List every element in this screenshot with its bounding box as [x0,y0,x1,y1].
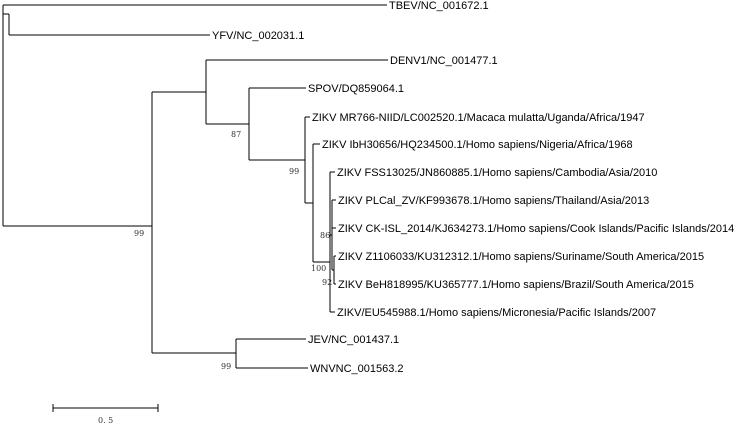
bootstrap-spov-zikv: 87 [231,130,241,139]
bootstrap-zikv-clade: 99 [289,167,299,176]
leaf-label-cook-islands: ZIKV CK-ISL_2014/KJ634273.1/Homo sapiens… [338,223,734,235]
leaf-label-jev: JEV/NC_001437.1 [308,334,399,346]
leaf-label-micronesia: ZIKV/EU545988.1/Homo sapiens/Micronesia/… [337,307,656,319]
scale-bar-label: 0. 5 [98,416,113,425]
leaf-label-wnv: WNVNC_001563.2 [310,363,404,375]
leaf-label-fss13025: ZIKV FSS13025/JN860885.1/Homo sapiens/Ca… [337,167,657,179]
bootstrap-cook-islands: 86 [320,231,330,240]
leaf-label-mr766: ZIKV MR766-NIID/LC002520.1/Macaca mulatt… [312,112,645,124]
leaf-label-z1106033: ZIKV Z1106033/KU312312.1/Homo sapiens/Su… [338,251,704,263]
scale-bar: 0. 5 [52,404,159,425]
bootstrap-americas: 92 [322,278,332,287]
leaf-label-denv1: DENV1/NC_001477.1 [390,55,498,67]
bootstrap-asian-lineage: 100 [311,264,326,273]
leaf-label-spov: SPOV/DQ859064.1 [308,83,404,95]
bootstrap-jev-wnv: 99 [221,362,231,371]
leaf-label-plcal: ZIKV PLCal_ZV/KF993678.1/Homo sapiens/Th… [338,195,649,207]
bootstrap-root-split: 99 [134,229,144,238]
leaf-label-yfv: YFV/NC_002031.1 [212,30,304,42]
leaf-label-beh818995: ZIKV BeH818995/KU365777.1/Homo sapiens/B… [338,279,694,291]
leaf-label-tbev: TBEV/NC_001672.1 [389,0,489,12]
leaf-label-ibh30656: ZIKV IbH30656/HQ234500.1/Homo sapiens/Ni… [322,139,633,151]
